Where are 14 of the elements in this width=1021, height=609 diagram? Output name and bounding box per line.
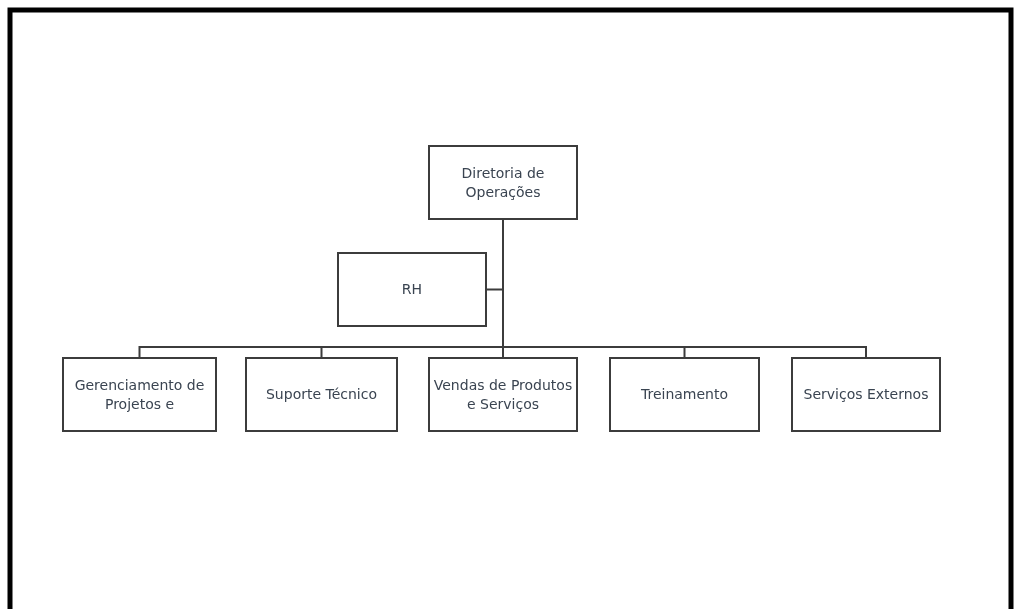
unit-label: Vendas de Produtos e Serviços bbox=[433, 376, 573, 412]
org-unit-box bbox=[428, 145, 578, 220]
unit-label: Suporte Técnico bbox=[266, 386, 377, 402]
unit-label: Gerenciamento de Projetos e bbox=[74, 376, 205, 412]
org-unit-box bbox=[428, 357, 578, 432]
org-unit-box bbox=[337, 252, 487, 327]
org-unit-box bbox=[791, 357, 941, 432]
unit-label: RH bbox=[401, 281, 423, 297]
unit-label: Treinamento bbox=[640, 386, 729, 402]
org-unit-box bbox=[609, 357, 760, 432]
unit-label: Serviços Externos bbox=[803, 386, 929, 402]
org-unit-box bbox=[245, 357, 398, 432]
org-unit-box bbox=[62, 357, 217, 432]
unit-label: Diretoria de Operações bbox=[461, 164, 545, 200]
